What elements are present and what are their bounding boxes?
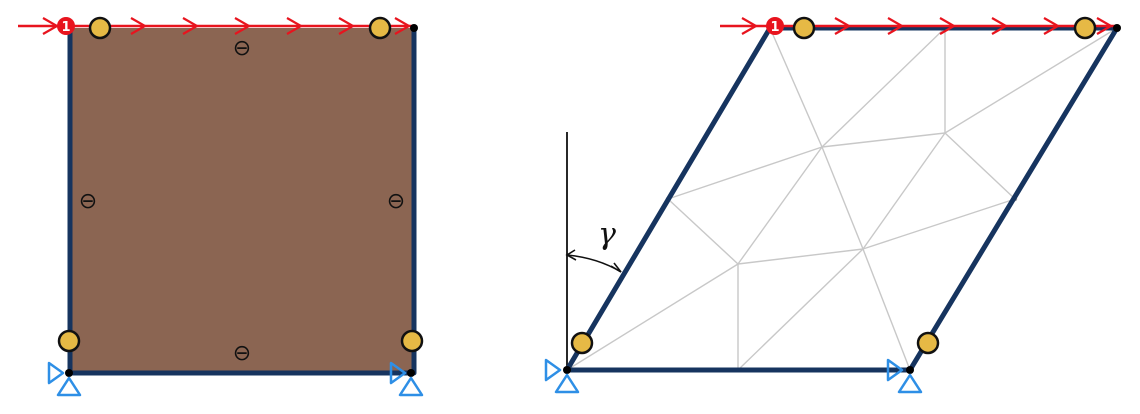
sign-symbols: ⊖ ⊖ ⊖ ⊖ <box>79 36 405 366</box>
hinge <box>57 329 81 353</box>
support-vertical-icon <box>897 373 923 394</box>
load-arrow <box>286 17 304 35</box>
support-vertical-icon <box>554 373 580 394</box>
shear-plate <box>70 28 414 373</box>
hinges <box>57 16 424 353</box>
load-arrow <box>130 17 148 35</box>
arrowhead-right-icon <box>610 262 622 273</box>
node <box>65 369 73 377</box>
hinge <box>1073 16 1097 40</box>
load-arrow <box>991 17 1009 35</box>
supports <box>544 358 923 394</box>
angle-arc <box>566 254 622 273</box>
support-horizontal-icon <box>47 361 65 385</box>
load-arrow <box>338 17 356 35</box>
support-horizontal-icon <box>886 358 904 382</box>
node <box>407 369 415 377</box>
top-load-arrows <box>42 17 412 35</box>
load-badge: 1 <box>57 17 75 35</box>
support-vertical-icon <box>56 376 82 397</box>
load-arrow <box>741 17 759 35</box>
hinge <box>792 16 816 40</box>
hinge <box>570 331 594 355</box>
load-arrow <box>939 17 957 35</box>
node <box>1113 24 1121 32</box>
left-panel: 1 ⊖ ⊖ ⊖ ⊖ <box>18 16 424 397</box>
support-horizontal-icon <box>389 361 407 385</box>
load-badge: 1 <box>766 17 784 35</box>
top-load-arrows <box>741 17 1114 35</box>
negative-sign-bottom: ⊖ <box>233 341 251 366</box>
negative-sign-left: ⊖ <box>79 189 97 214</box>
support-horizontal-icon <box>544 358 562 382</box>
mesh-nodes <box>665 25 1018 373</box>
node <box>563 366 571 374</box>
load-id-label: 1 <box>770 20 779 35</box>
load-arrow <box>1096 17 1114 35</box>
load-arrow <box>887 17 905 35</box>
angle-label-gamma: γ <box>598 217 616 252</box>
right-panel: γ 1 <box>544 16 1121 394</box>
load-id-label: 1 <box>61 20 70 35</box>
negative-sign-top: ⊖ <box>233 36 251 61</box>
negative-sign-right: ⊖ <box>387 189 405 214</box>
load-arrow <box>834 17 852 35</box>
fe-mesh <box>566 27 1118 371</box>
node <box>906 366 914 374</box>
hinge <box>400 329 424 353</box>
load-arrow <box>234 17 252 35</box>
hinge <box>368 16 392 40</box>
load-arrow <box>182 17 200 35</box>
hinges <box>570 16 1097 355</box>
support-vertical-icon <box>398 376 424 397</box>
load-arrow <box>394 17 412 35</box>
hinge <box>88 16 112 40</box>
load-arrow <box>1043 17 1061 35</box>
hinge <box>916 331 940 355</box>
arrowhead-left-icon <box>565 249 577 261</box>
node <box>410 24 418 32</box>
supports <box>47 361 424 397</box>
